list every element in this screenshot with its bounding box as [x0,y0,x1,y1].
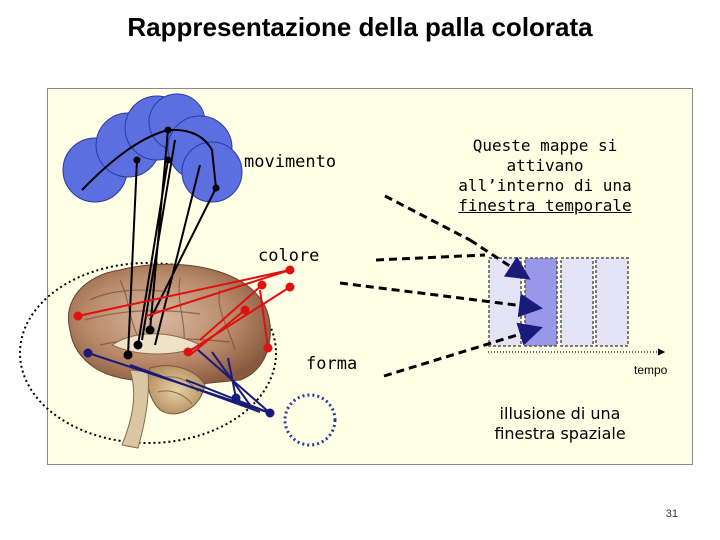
time-windows [489,258,628,346]
label-illusione-line: illusione di una [450,404,670,424]
time-window [561,258,593,346]
label-tempo: tempo [634,363,667,377]
label-illusione: illusione di una finestra spaziale [450,404,670,444]
label-movimento: movimento [244,152,336,172]
motion-receptive-fields [63,94,242,202]
label-mappe: Queste mappe si attivano all’interno di … [430,136,660,216]
label-mappe-line: Queste mappe si [430,136,660,156]
time-window-active [525,258,557,346]
time-window [596,258,628,346]
page-number: 31 [666,508,678,520]
label-mappe-line: finestra temporale [430,196,660,216]
label-illusione-line: finestra spaziale [450,424,670,444]
label-mappe-line: all’interno di una [430,176,660,196]
label-colore: colore [258,246,319,266]
label-mappe-line: attivano [430,156,660,176]
label-forma: forma [306,354,357,374]
form-dotted-circle [285,395,335,445]
